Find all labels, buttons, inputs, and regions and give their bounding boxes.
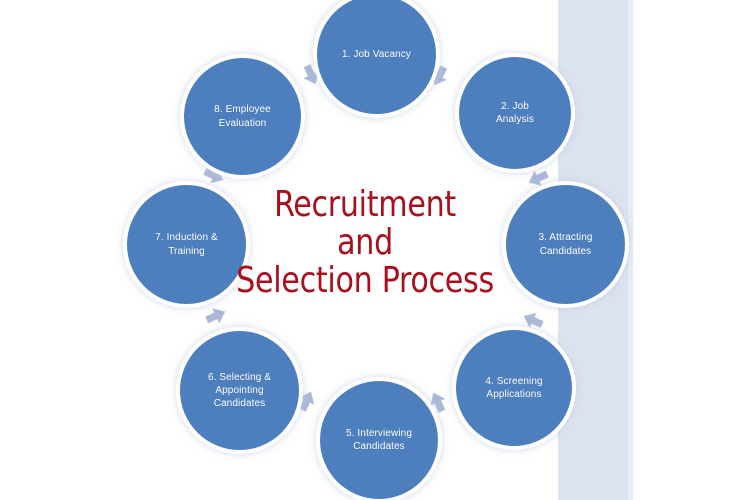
process-step-label: 8. Employee Evaluation [214, 104, 271, 129]
process-step-label: 2. Job Analysis [495, 100, 535, 125]
process-step-3[interactable]: 3. Attracting Candidates [506, 185, 625, 304]
process-step-label: 6. Selecting & Appointing Candidates [207, 371, 272, 410]
process-step-2[interactable]: 2. Job Analysis [459, 57, 571, 169]
process-step-label: 1. Job Vacancy [341, 48, 412, 60]
process-step-8[interactable]: 8. Employee Evaluation [184, 58, 301, 175]
process-step-label: 3. Attracting Candidates [538, 232, 593, 257]
diagram-center-title: Recruitment and Selection Process [236, 184, 494, 302]
process-step-6[interactable]: 6. Selecting & Appointing Candidates [180, 331, 299, 450]
process-step-label: 7. Induction & Training [155, 232, 218, 257]
flow-arrow-icon [200, 301, 235, 336]
process-step-7[interactable]: 7. Induction & Training [127, 185, 246, 304]
right-background-band-edge [628, 0, 633, 500]
process-step-5[interactable]: 5. Interviewing Candidates [320, 381, 438, 499]
process-step-label: 4. Screening Applications [485, 375, 543, 400]
process-step-1[interactable]: 1. Job Vacancy [317, 0, 436, 114]
process-step-4[interactable]: 4. Screening Applications [456, 330, 572, 446]
process-step-label: 5. Interviewing Candidates [346, 427, 412, 452]
